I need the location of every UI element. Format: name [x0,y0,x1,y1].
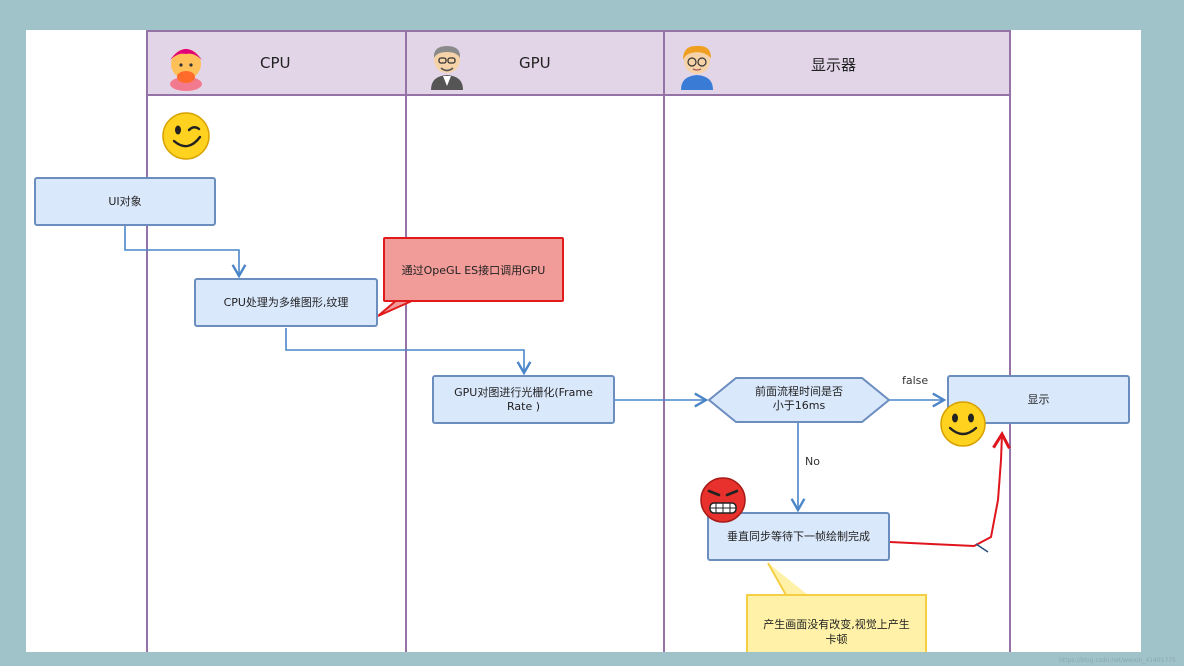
node-ui-object: UI对象 [34,177,216,226]
yellow-callout-tail [767,562,808,596]
decision-text-line2: 小于16ms [772,399,826,412]
lane-title-display: 显示器 [811,56,857,74]
node-gpu-raster: GPU对图进行光栅化(Frame Rate ) [432,375,615,424]
diagram-canvas: CPU GPU 显示器 [26,30,1141,652]
decision-text-line1: 前面流程时间是否 [755,385,843,398]
watermark-text: https://blog.csdn.net/weixin_41401775 [1058,657,1176,664]
stutter-text-line2: 卡顿 [825,633,848,646]
lane-header-gpu: GPU [405,30,665,96]
winking-face-icon [160,111,212,161]
node-stutter-callout: 产生画面没有改变,视觉上产生 卡顿 [746,594,927,652]
edge-label-no: No [805,455,820,468]
node-decision: 前面流程时间是否 小于16ms [726,385,872,413]
stutter-text-line1: 产生画面没有改变,视觉上产生 [763,618,910,631]
girl-avatar-icon [164,40,208,91]
red-callout-tail [377,298,415,317]
decision-shape [707,377,891,423]
connectors-layer [124,226,1011,596]
angry-face-icon [698,476,748,524]
node-cpu-process: CPU处理为多维图形,纹理 [194,278,378,327]
lane-body-display [663,96,1011,652]
node-gpu-callout: 通过OpeGL ES接口调用GPU [383,237,564,302]
connector-cpu-to-gpu [285,328,532,376]
lane-header-cpu: CPU [146,30,407,96]
edge-label-false: false [902,374,929,387]
node-vsync-wait: 垂直同步等待下一帧绘制完成 [707,512,890,561]
connector-ui-to-cpu [124,226,247,279]
lane-title-cpu: CPU [260,54,291,72]
lane-header-display: 显示器 [663,30,1011,96]
boy-with-glasses-avatar-icon [677,40,717,90]
old-man-avatar-icon [427,40,467,90]
smiling-face-icon [937,400,989,448]
connector-vsync-to-display [889,430,1011,548]
connector-vsync-tick [975,543,989,553]
lane-title-gpu: GPU [519,54,551,72]
